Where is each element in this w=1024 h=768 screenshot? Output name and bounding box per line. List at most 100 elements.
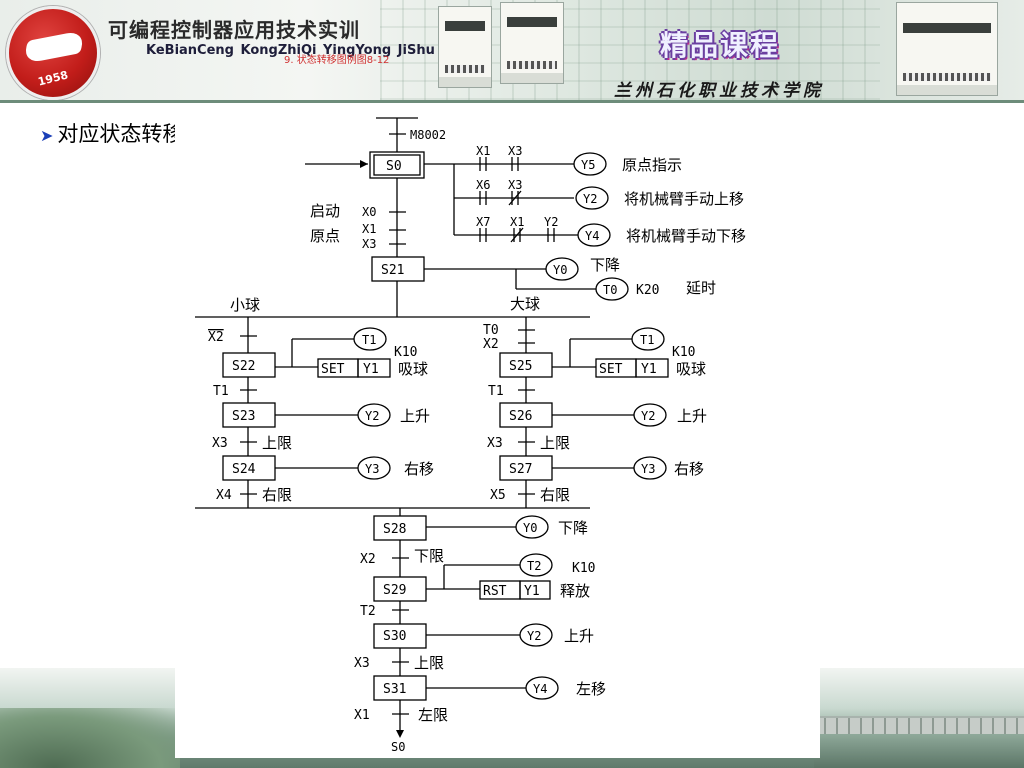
output-description: 吸球 [398, 360, 428, 378]
timer-constant: K10 [394, 345, 417, 360]
coil-label: Y3 [365, 462, 379, 476]
transition-label: X5 [490, 488, 506, 503]
transition-description: 下限 [414, 547, 444, 565]
banner-divider [0, 100, 1024, 103]
state-s30: S30 [383, 629, 406, 644]
set-coil: Y1 [363, 362, 379, 377]
arrow-bullet-icon: ➤ [40, 126, 54, 145]
header-banner: 1958 可编程控制器应用技术实训 KeBianCeng KongZhiQi Y… [0, 0, 1024, 100]
contact-label: X7 [476, 215, 490, 229]
contact-label: Y2 [544, 215, 558, 229]
bridge-image [814, 716, 1024, 734]
coil-label: Y0 [553, 263, 567, 277]
rst-coil: Y1 [524, 584, 540, 599]
timer-label: T2 [527, 559, 541, 573]
output-description: 将机械臂手动上移 [624, 190, 744, 208]
coil-label: Y2 [527, 629, 541, 643]
course-pinyin: KeBianCeng KongZhiQi YingYong JiShu ShiX… [146, 43, 493, 58]
transition-label: X3 [487, 436, 503, 451]
coil-label: Y2 [365, 409, 379, 423]
set-instruction: SET [321, 362, 345, 377]
transition-description: 右限 [262, 486, 292, 504]
output-description: 将机械臂手动下移 [626, 227, 746, 245]
output-description: 上升 [400, 407, 430, 425]
course-title: 可编程控制器应用技术实训 [108, 18, 360, 42]
contact-label: X6 [476, 178, 490, 192]
transition-label: X1 [354, 708, 370, 723]
timer-constant: K10 [672, 345, 695, 360]
coil-label: Y4 [585, 229, 599, 243]
output-description: 左移 [576, 680, 606, 698]
timer-label: T0 [603, 283, 617, 297]
output-description: 上升 [564, 627, 594, 645]
quality-course-badge: 精品课程 [660, 29, 781, 62]
state-s25: S25 [509, 359, 532, 374]
timer-label: T1 [362, 333, 376, 347]
contact-label: X1 [476, 144, 490, 158]
output-description: 右移 [674, 460, 704, 478]
transition-label: X3 [354, 656, 370, 671]
output-description: 下降 [558, 519, 588, 537]
state-s21: S21 [381, 263, 404, 278]
state-s29: S29 [383, 583, 406, 598]
transition-label: X3 [212, 436, 228, 451]
transition-description: 上限 [540, 434, 570, 452]
output-description: 延时 [686, 279, 716, 297]
transition-label: X2 [483, 337, 499, 352]
transition-label: T2 [360, 604, 376, 619]
transition-label: X4 [216, 488, 232, 503]
transition-label: X2 [360, 552, 376, 567]
coil-label: Y2 [583, 192, 597, 206]
coil-label: Y3 [641, 462, 655, 476]
state-s27: S27 [509, 462, 532, 477]
state-s31: S31 [383, 682, 406, 697]
transition-label: T0 [483, 323, 499, 338]
timer-constant: K10 [572, 561, 595, 576]
output-description: 上升 [677, 407, 707, 425]
transition-label: X1 [362, 222, 376, 236]
branch-label-small: 小球 [230, 296, 260, 314]
transition-description: 上限 [262, 434, 292, 452]
transition-label: X0 [362, 205, 376, 219]
sfc-diagram-svg: M8002 S0 X1 X3 Y5 原点指示 X6 X3 Y2 将机械臂手动上移… [195, 117, 746, 754]
coil-label: Y5 [581, 158, 595, 172]
state-s28: S28 [383, 522, 406, 537]
state-s24: S24 [232, 462, 256, 477]
transition-label: T1 [213, 384, 229, 399]
plc-module-image [500, 2, 564, 84]
origin-label: 原点 [310, 227, 340, 245]
slide-caption-link[interactable]: 9. 状态转移图例图8-12 [284, 55, 390, 66]
transition-description: 上限 [414, 654, 444, 672]
output-description: 右移 [404, 460, 434, 478]
coil-label: Y4 [533, 682, 547, 696]
output-description: 下降 [590, 256, 620, 274]
state-s23: S23 [232, 409, 255, 424]
branch-label-big: 大球 [510, 295, 540, 313]
output-description: 原点指示 [622, 156, 682, 174]
transition-label: X3 [362, 237, 376, 251]
return-to-s0-label: S0 [391, 740, 405, 754]
state-transition-diagram: M8002 S0 X1 X3 Y5 原点指示 X6 X3 Y2 将机械臂手动上移… [175, 108, 820, 758]
transition-label: T1 [488, 384, 504, 399]
college-name: 兰州石化职业技术学院 [614, 81, 824, 100]
contact-label: X3 [508, 178, 522, 192]
m8002-label: M8002 [410, 128, 446, 142]
contact-label: X3 [508, 144, 522, 158]
rst-instruction: RST [483, 584, 507, 599]
timer-constant: K20 [636, 283, 659, 298]
state-s22: S22 [232, 359, 255, 374]
state-s0: S0 [386, 159, 402, 174]
set-instruction: SET [599, 362, 623, 377]
transition-description: 左限 [418, 706, 448, 724]
coil-label: Y0 [523, 521, 537, 535]
start-label: 启动 [310, 202, 340, 220]
transition-label: X2 [208, 330, 224, 345]
timer-label: T1 [640, 333, 654, 347]
coil-label: Y2 [641, 409, 655, 423]
contact-label: X1 [510, 215, 524, 229]
state-s26: S26 [509, 409, 532, 424]
transition-description: 右限 [540, 486, 570, 504]
set-coil: Y1 [641, 362, 657, 377]
school-logo-icon: 1958 [6, 6, 100, 100]
plc-module-image [438, 6, 492, 88]
